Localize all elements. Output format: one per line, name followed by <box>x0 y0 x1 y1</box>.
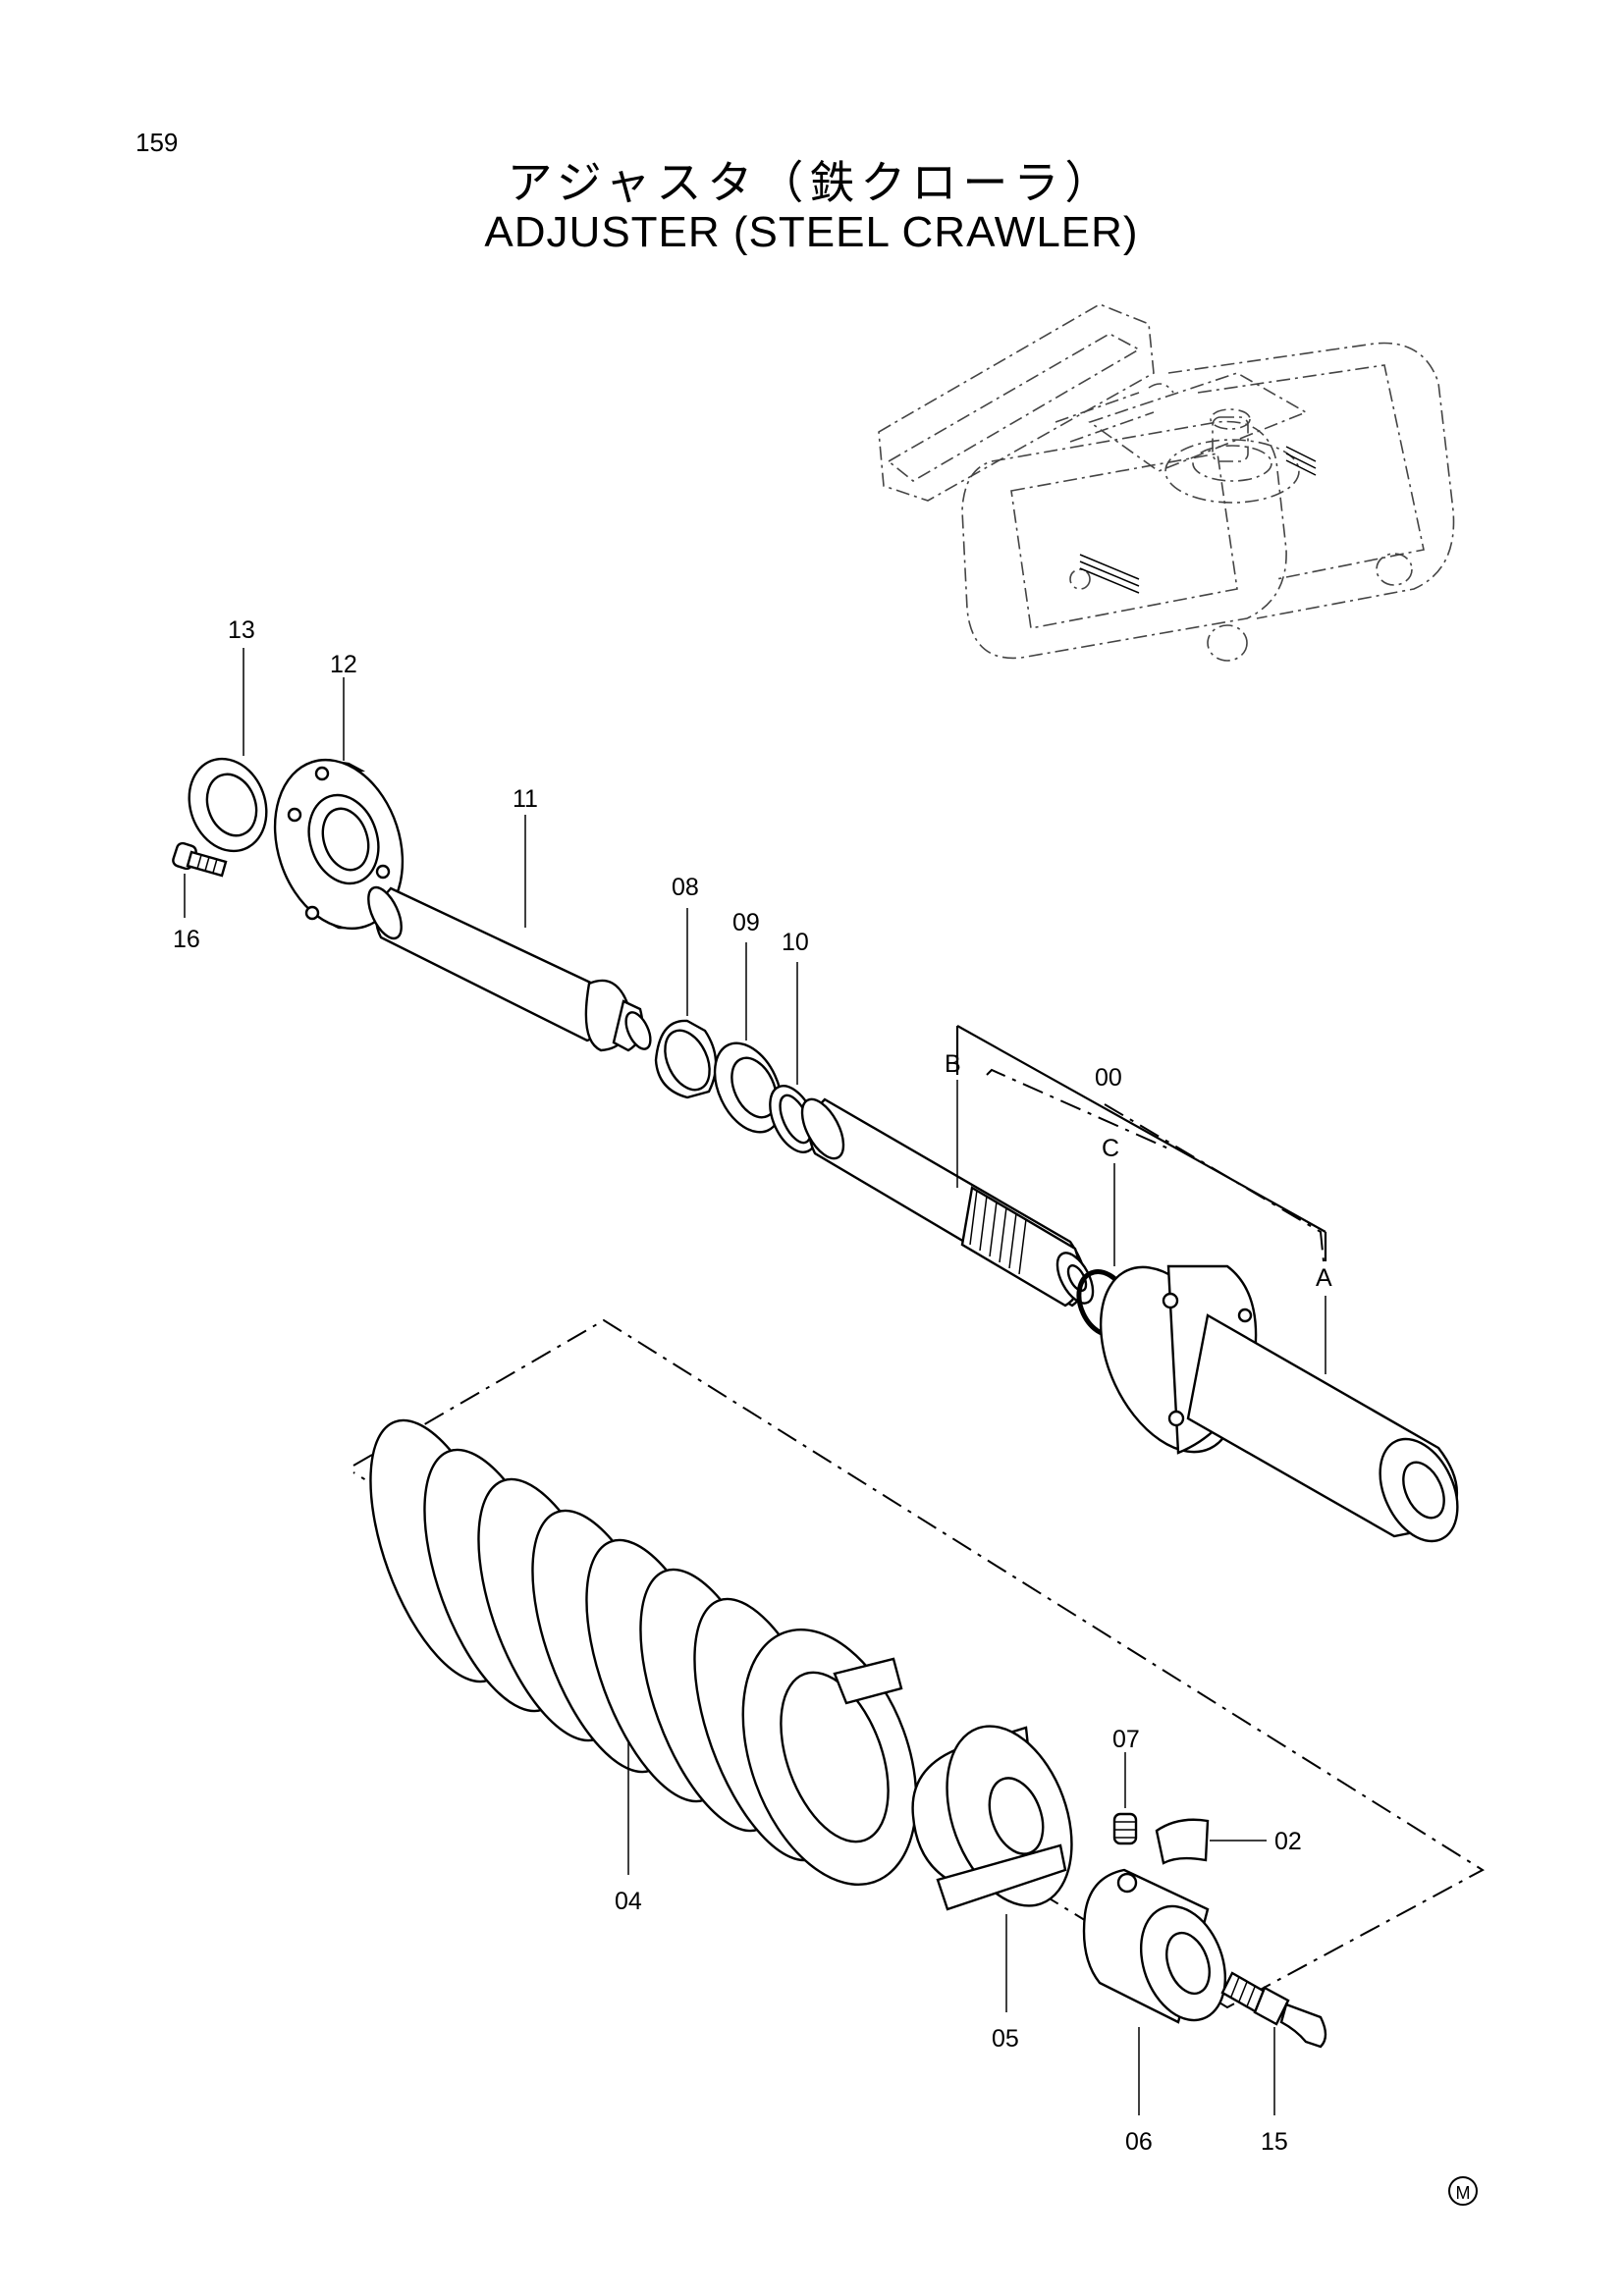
label-05: 05 <box>992 2025 1019 2053</box>
label-11: 11 <box>513 785 538 813</box>
page-number: 159 <box>135 128 179 157</box>
label-c: C <box>1102 1135 1119 1162</box>
part-a-cylinder <box>1099 1264 1459 1543</box>
part-04-spring <box>369 1418 918 1886</box>
part-09-bearing <box>713 942 784 1134</box>
part-16-bolt <box>172 841 228 918</box>
part-11-rod <box>367 815 652 1052</box>
circled-m-mark: M <box>1448 2176 1478 2206</box>
label-12: 12 <box>330 651 357 678</box>
part-06-holder <box>1082 1868 1227 2115</box>
label-16: 16 <box>173 926 200 953</box>
part-b-piston <box>800 1080 1095 1308</box>
label-b: B <box>945 1050 961 1078</box>
label-a: A <box>1316 1264 1332 1292</box>
part-13-seal <box>188 648 268 853</box>
title-english: ADJUSTER (STEEL CRAWLER) <box>484 208 1139 256</box>
excavator-undercarriage-illustration <box>878 303 1455 662</box>
part-15-grease-fitting <box>1220 1971 1327 2115</box>
part-05-seat <box>911 1725 1073 2012</box>
label-00: 00 <box>1095 1064 1122 1092</box>
part-12-flange <box>273 677 405 931</box>
label-07: 07 <box>1112 1726 1140 1753</box>
title-japanese: アジャスタ（鉄クローラ） <box>507 156 1116 209</box>
label-02: 02 <box>1274 1828 1302 1855</box>
label-09: 09 <box>732 909 760 936</box>
label-13: 13 <box>228 616 255 644</box>
part-08-collar <box>654 908 718 1099</box>
label-04: 04 <box>615 1888 642 1915</box>
label-15: 15 <box>1261 2128 1288 2156</box>
label-08: 08 <box>672 874 699 901</box>
mark-letter: M <box>1456 2183 1471 2203</box>
label-10: 10 <box>782 929 809 956</box>
part-labels: 13 12 16 11 08 09 10 B 00 C A 04 05 07 0… <box>173 616 1332 2156</box>
part-02-half-ring <box>1155 1818 1267 1865</box>
part-07-plug <box>1112 1752 1138 1845</box>
label-06: 06 <box>1125 2128 1153 2156</box>
